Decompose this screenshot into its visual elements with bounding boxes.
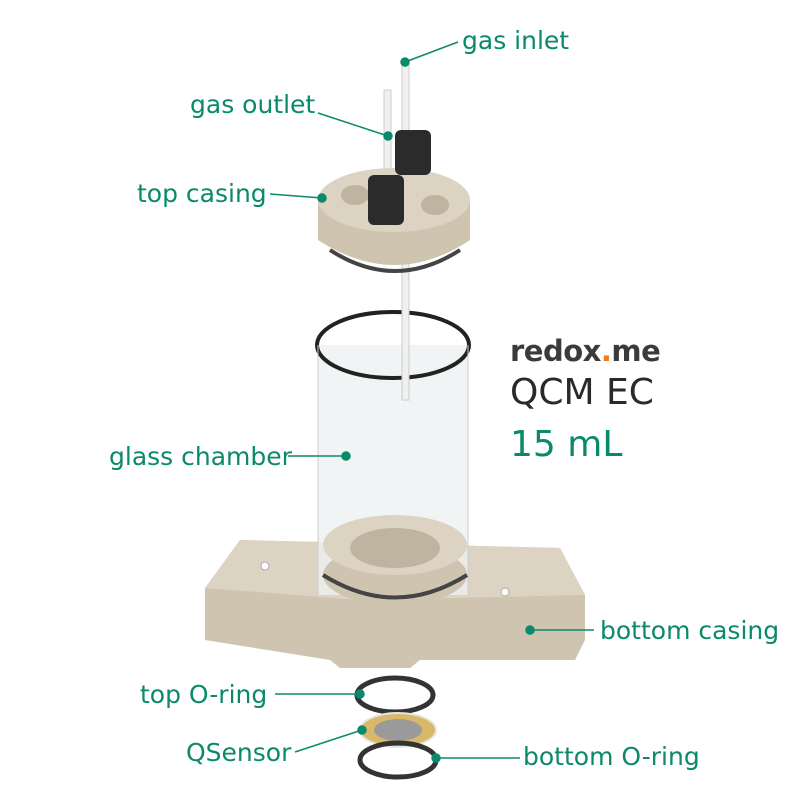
label-gas-outlet: gas outlet [190, 90, 316, 119]
glass-chamber-part [315, 310, 471, 605]
label-bottom-oring: bottom O-ring [523, 742, 700, 771]
product-volume: 15 mL [510, 424, 623, 465]
label-qsensor: QSensor [186, 738, 292, 767]
label-top-oring: top O-ring [140, 680, 268, 709]
redoxme-logo: redox.me [510, 334, 661, 368]
top-oring-part [354, 675, 436, 715]
bottom-oring-part [357, 740, 439, 780]
label-glass-chamber: glass chamber [109, 442, 292, 471]
leader-lines [269, 41, 594, 763]
top-casing-part [318, 130, 470, 273]
label-top-casing: top casing [137, 179, 267, 208]
product-model: QCM EC [510, 372, 654, 413]
label-bottom-casing: bottom casing [600, 616, 780, 645]
label-gas-inlet: gas inlet [462, 26, 570, 55]
